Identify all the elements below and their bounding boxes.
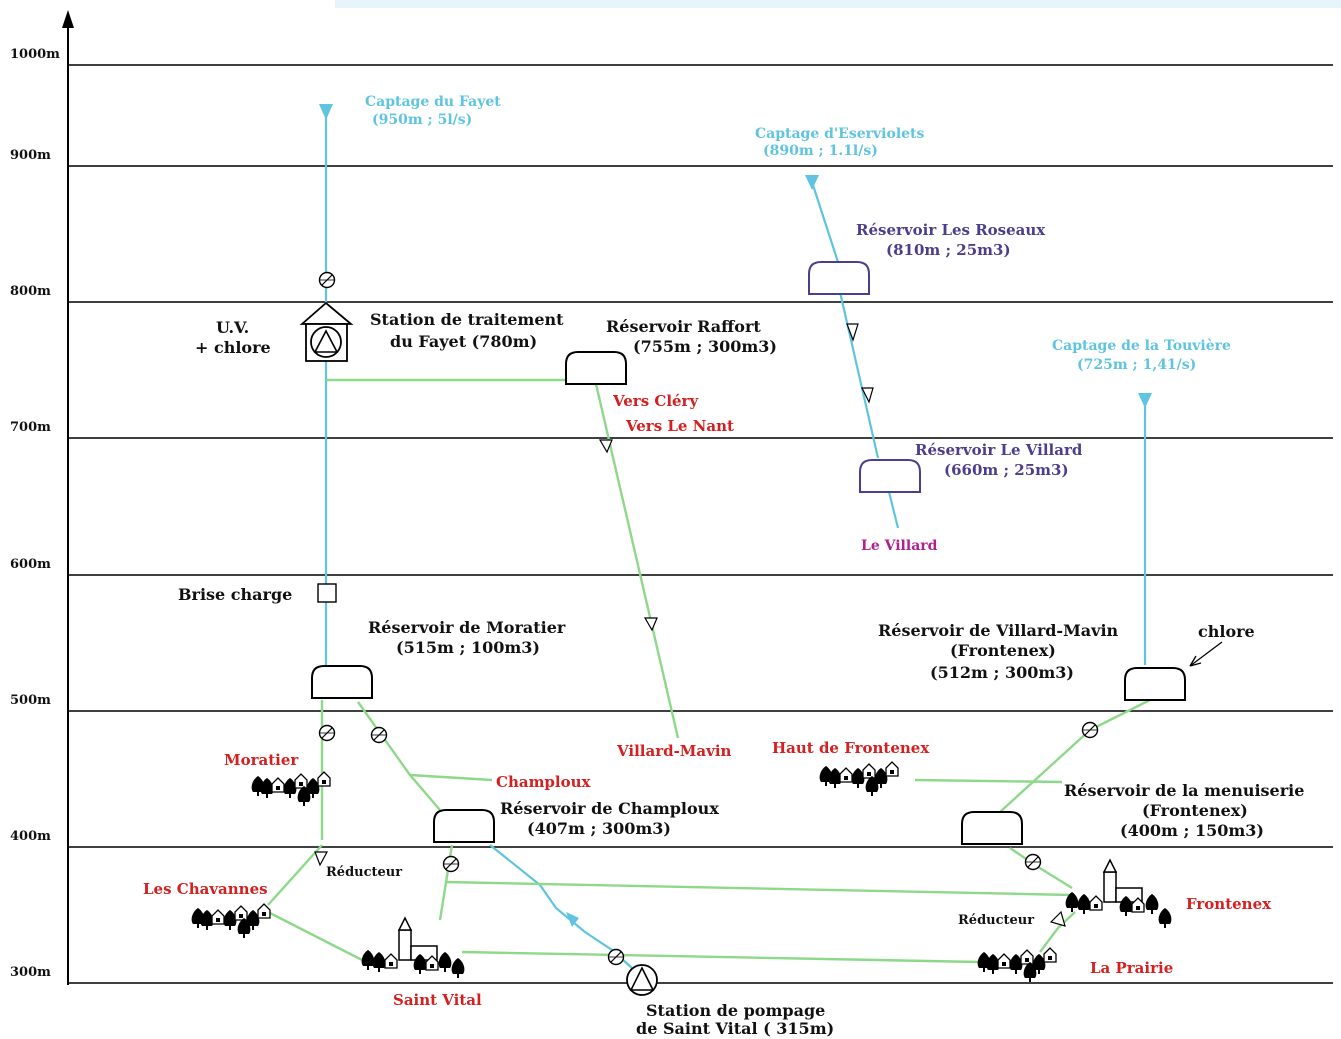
chavannes-saint-vital-conduit (267, 910, 363, 962)
flow-markers (314, 323, 1066, 927)
reservoir-champloux-details: (407m ; 300m3) (527, 819, 671, 838)
captage-touviere-title: Captage de la Touvière (1052, 338, 1231, 354)
reservoir-moratier-title: Réservoir de Moratier (368, 618, 566, 637)
captage-touviere-details: (725m ; 1,41/s) (1077, 357, 1196, 373)
reservoir-champloux-icon (433, 809, 495, 843)
village-moratier-icon (252, 772, 330, 806)
place-moratier: Moratier (224, 751, 299, 769)
reservoir-champloux-title: Réservoir de Champloux (500, 799, 719, 818)
reservoir-raffort-icon (565, 351, 627, 385)
valve-moratier (318, 724, 336, 742)
pumping-station-title: Station de pompage (646, 1001, 825, 1020)
village-haut-frontenex-icon (820, 762, 898, 796)
menuiserie-frontenex-conduit (1009, 847, 1073, 890)
reservoir-menuiserie-details: (400m ; 150m3) (1120, 821, 1264, 840)
valve-fayet (318, 271, 336, 289)
place-vers-clery: Vers Cléry (612, 392, 699, 410)
captage-fayet-title: Captage du Fayet (365, 94, 501, 110)
source-markers (319, 104, 1152, 927)
reservoir-villard-mavin-icon (1124, 667, 1186, 701)
cross-frontenex-conduit (444, 880, 1073, 897)
treatment-station-icon (299, 301, 354, 362)
valve-frontenex (1024, 853, 1042, 871)
pumping-conduit (489, 844, 633, 969)
reservoir-roseaux-details: (810m ; 25m3) (886, 241, 1011, 259)
station-traitement-title: Station de traitement (370, 310, 564, 329)
saint-vital-prairie-conduit (461, 950, 981, 964)
level-label-800: 800m (10, 284, 51, 299)
haut-frontenex-conduit (914, 778, 1063, 784)
altitude-axis: 1000m 900m 800m 700m 600m 500m 400m 300m (10, 10, 1333, 985)
place-saint-vital: Saint Vital (393, 991, 482, 1009)
level-label-400: 400m (10, 829, 51, 844)
reservoir-menuiserie-title: Réservoir de la menuiserie (1064, 781, 1304, 800)
level-label-500: 500m (10, 693, 51, 708)
reservoir-villard-mavin-title: Réservoir de Villard-Mavin (878, 621, 1119, 640)
valve-villard-mavin (1081, 721, 1099, 739)
fayet-source-marker (319, 104, 333, 120)
reservoir-menuiserie-icon (961, 811, 1023, 845)
reservoir-roseaux-title: Réservoir Les Roseaux (856, 221, 1046, 239)
touviere-source-marker (1138, 393, 1152, 408)
place-la-prairie: La Prairie (1090, 959, 1173, 977)
reservoir-menuiserie-subtitle: (Frontenex) (1142, 801, 1248, 820)
captage-eserviolets-details: (890m ; 1.1l/s) (763, 143, 878, 159)
moratier-chavannes-conduit (267, 844, 323, 906)
chlore-arrow (1189, 641, 1223, 667)
captage-eserviolets-title: Captage d'Eserviolets (755, 126, 925, 142)
uv-label: U.V. (216, 318, 249, 337)
valve-saint-vital (442, 855, 460, 873)
place-champloux: Champloux (496, 773, 592, 791)
place-haut-de-frontenex: Haut de Frontenex (772, 739, 930, 757)
valve-champloux-line (370, 726, 388, 744)
village-prairie-icon (978, 948, 1056, 982)
reservoir-raffort-details: (755m ; 300m3) (633, 337, 777, 356)
reservoir-le-villard-title: Réservoir Le Villard (915, 441, 1083, 459)
place-villard-mavin: Villard-Mavin (616, 742, 732, 760)
level-label-700: 700m (10, 420, 51, 435)
level-label-900: 900m (10, 148, 51, 163)
level-label-1000: 1000m (10, 47, 60, 62)
brise-charge-label: Brise charge (178, 585, 292, 604)
reservoir-villard-mavin-subtitle: (Frontenex) (950, 641, 1056, 660)
reservoir-moratier-details: (515m ; 100m3) (396, 638, 540, 657)
top-band (335, 0, 1341, 8)
roseaux-villard-conduit (838, 291, 880, 459)
moratier-champloux-conduit (357, 701, 441, 811)
station-traitement-details: du Fayet (780m) (390, 332, 537, 351)
level-label-300: 300m (10, 965, 51, 980)
place-frontenex: Frontenex (1186, 895, 1272, 913)
place-le-villard: Le Villard (861, 538, 938, 554)
village-chavannes-icon (192, 904, 270, 938)
reducteur-left-label: Réducteur (326, 865, 402, 880)
villard-le-villard-conduit (886, 487, 900, 529)
reservoir-villard-mavin-details: (512m ; 300m3) (930, 663, 1074, 682)
captage-fayet-details: (950m ; 5l/s) (372, 112, 472, 128)
level-lines (68, 64, 1333, 984)
reservoir-raffort-title: Réservoir Raffort (606, 317, 761, 336)
reservoir-le-villard-icon (859, 459, 921, 493)
place-les-chavannes: Les Chavannes (143, 880, 268, 898)
reducteur-right-label: Réducteur (958, 913, 1034, 928)
village-frontenex-icon (1065, 858, 1172, 928)
level-label-600: 600m (10, 557, 51, 572)
raffort-villard-mavin-conduit (594, 383, 680, 739)
brise-charge-icon (317, 583, 337, 603)
frontenex-prairie-conduit (1039, 911, 1076, 953)
valve-pumping (607, 948, 625, 966)
pumping-station-details: de Saint Vital ( 315m) (636, 1019, 834, 1038)
pumping-station-icon (626, 964, 658, 996)
village-saint-vital-icon (361, 916, 465, 978)
pumping-flow-marker (566, 912, 579, 927)
place-vers-le-nant: Vers Le Nant (625, 417, 734, 435)
eserviolets-conduit (810, 181, 840, 263)
eserviolets-source-marker (805, 175, 819, 190)
reservoir-roseaux-icon (808, 261, 870, 295)
reservoir-moratier-icon (311, 665, 373, 699)
chlore-label: chlore (1198, 622, 1255, 641)
chlore-treatment-label: + chlore (195, 338, 271, 357)
reservoir-le-villard-details: (660m ; 25m3) (944, 461, 1069, 479)
champloux-branch (409, 773, 493, 782)
